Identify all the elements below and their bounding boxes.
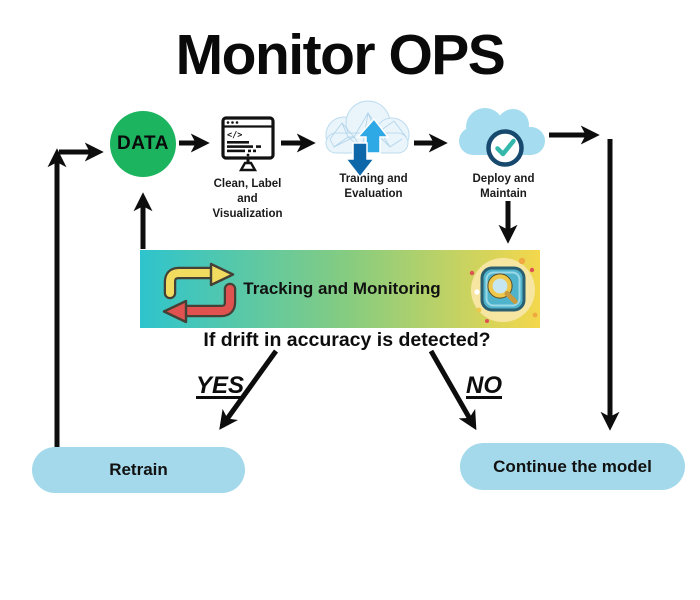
continue-model-node: Continue the model: [460, 443, 685, 490]
page-title: Monitor OPS: [175, 23, 506, 87]
data-node: DATA: [110, 111, 176, 177]
retrain-label: Retrain: [109, 460, 168, 479]
training-cloud-icon: [318, 95, 416, 188]
banner-label: Tracking and Monitoring: [243, 279, 441, 298]
upload-arrow: [356, 117, 390, 154]
data-node-label: DATA: [117, 133, 169, 154]
clean-label-visualization-label: Clean, Label and Visualization: [212, 178, 283, 221]
tracking-monitoring-banner: Tracking and Monitoring: [140, 250, 540, 328]
code-glyph: </>: [227, 131, 242, 141]
training-evaluation-label: Training and Evaluation: [339, 173, 408, 201]
drift-question: If drift in accuracy is detected?: [203, 329, 491, 351]
deploy-check-cloud-icon: [455, 99, 549, 178]
deploy-maintain-label: Deploy and Maintain: [472, 173, 535, 201]
arrow-yes-diagonal: [219, 349, 279, 430]
arrow-no-diagonal: [428, 349, 477, 431]
check-mark: [495, 138, 516, 157]
continue-model-label: Continue the model: [493, 456, 652, 476]
download-arrow: [344, 142, 376, 179]
monitor-code-icon: </>: [217, 114, 279, 181]
magnifier-icon: [469, 257, 538, 323]
retrain-node: Retrain: [32, 447, 245, 493]
branch-no-label: NO: [466, 372, 502, 399]
cycle-arrows-icon: [162, 262, 237, 324]
branch-yes-label: YES: [196, 372, 245, 399]
